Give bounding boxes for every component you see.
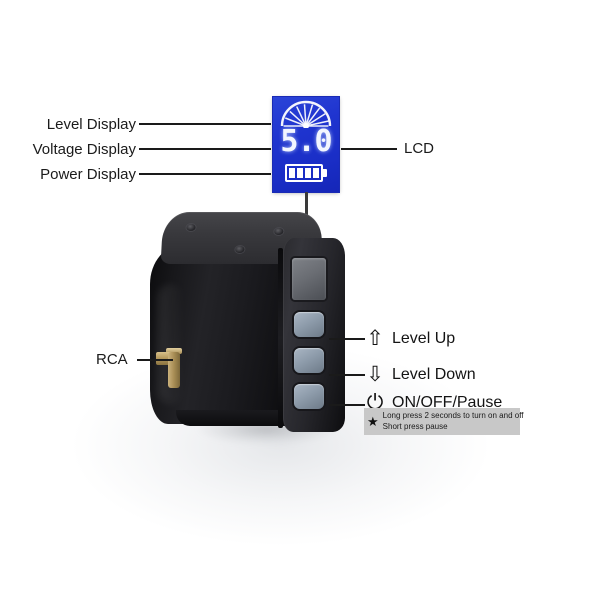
legend-power: ⏻ ON/OFF/Pause [366,391,503,414]
tooltip-line-1: Long press 2 seconds to turn on and off [382,411,524,420]
callout-voltage-display: Voltage Display [32,141,136,158]
screw-icon [186,224,196,231]
arrow-up-icon: ⇧ [366,327,384,350]
legend-power-label: ON/OFF/Pause [392,393,503,411]
lcd-panel: 5.0 [273,97,339,192]
level-down-button[interactable] [294,348,324,373]
leader-line-voltage-display [225,148,271,150]
leader-line-level-display [225,123,271,125]
level-gauge-icon [280,100,332,128]
callout-power-display: Power Display [40,166,136,183]
callout-lcd: LCD [404,140,435,157]
callout-rca: RCA [96,351,128,368]
leader-line-level-down [329,374,365,376]
level-up-button[interactable] [294,312,324,337]
legend-level-up: ⇧ Level Up [366,328,455,349]
voltage-readout: 5.0 [280,124,332,159]
leader-line-voltage-display-ext [139,148,227,150]
leader-line-power-display [225,173,271,175]
legend-level-down: ⇩ Level Down [366,363,476,386]
power-icon: ⏻ [366,391,384,414]
legend-level-down-label: Level Down [392,365,476,383]
star-icon: ★ [367,414,379,429]
device-body-left-lobe [150,244,290,424]
device-display-window [292,258,326,300]
device-control-column [283,238,345,432]
arrow-down-icon: ⇩ [366,363,384,386]
device-seam [278,248,283,428]
leader-line-level-up [329,338,365,340]
rca-connector-lip [166,348,182,354]
battery-indicator-icon [285,164,329,182]
screw-icon [235,246,245,253]
leader-line-power-display-ext [139,173,227,175]
power-button[interactable] [294,384,324,409]
legend-level-up-label: Level Up [392,329,456,347]
tooltip-line-2: Short press pause [382,422,448,431]
screw-icon [274,228,284,235]
power-supply-device [150,212,360,437]
power-button-tooltip: ★ Long press 2 seconds to turn on and of… [364,408,524,435]
callout-level-display: Level Display [46,116,136,133]
leader-line-lcd [341,148,397,150]
rca-connector-barrel [168,352,180,388]
tooltip-text-block: Long press 2 seconds to turn on and off … [383,411,524,432]
leader-line-level-display-ext [139,123,227,125]
leader-line-rca [137,359,173,361]
leader-line-power [329,404,365,406]
